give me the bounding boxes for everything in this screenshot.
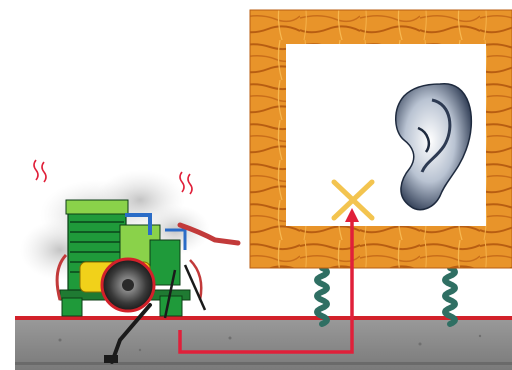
spring-isolator-left (317, 268, 327, 324)
spring-isolator-right (445, 268, 455, 324)
ground-top-edge (15, 316, 512, 320)
wooden-wall-panel (250, 10, 512, 268)
ground-slab (15, 316, 512, 370)
